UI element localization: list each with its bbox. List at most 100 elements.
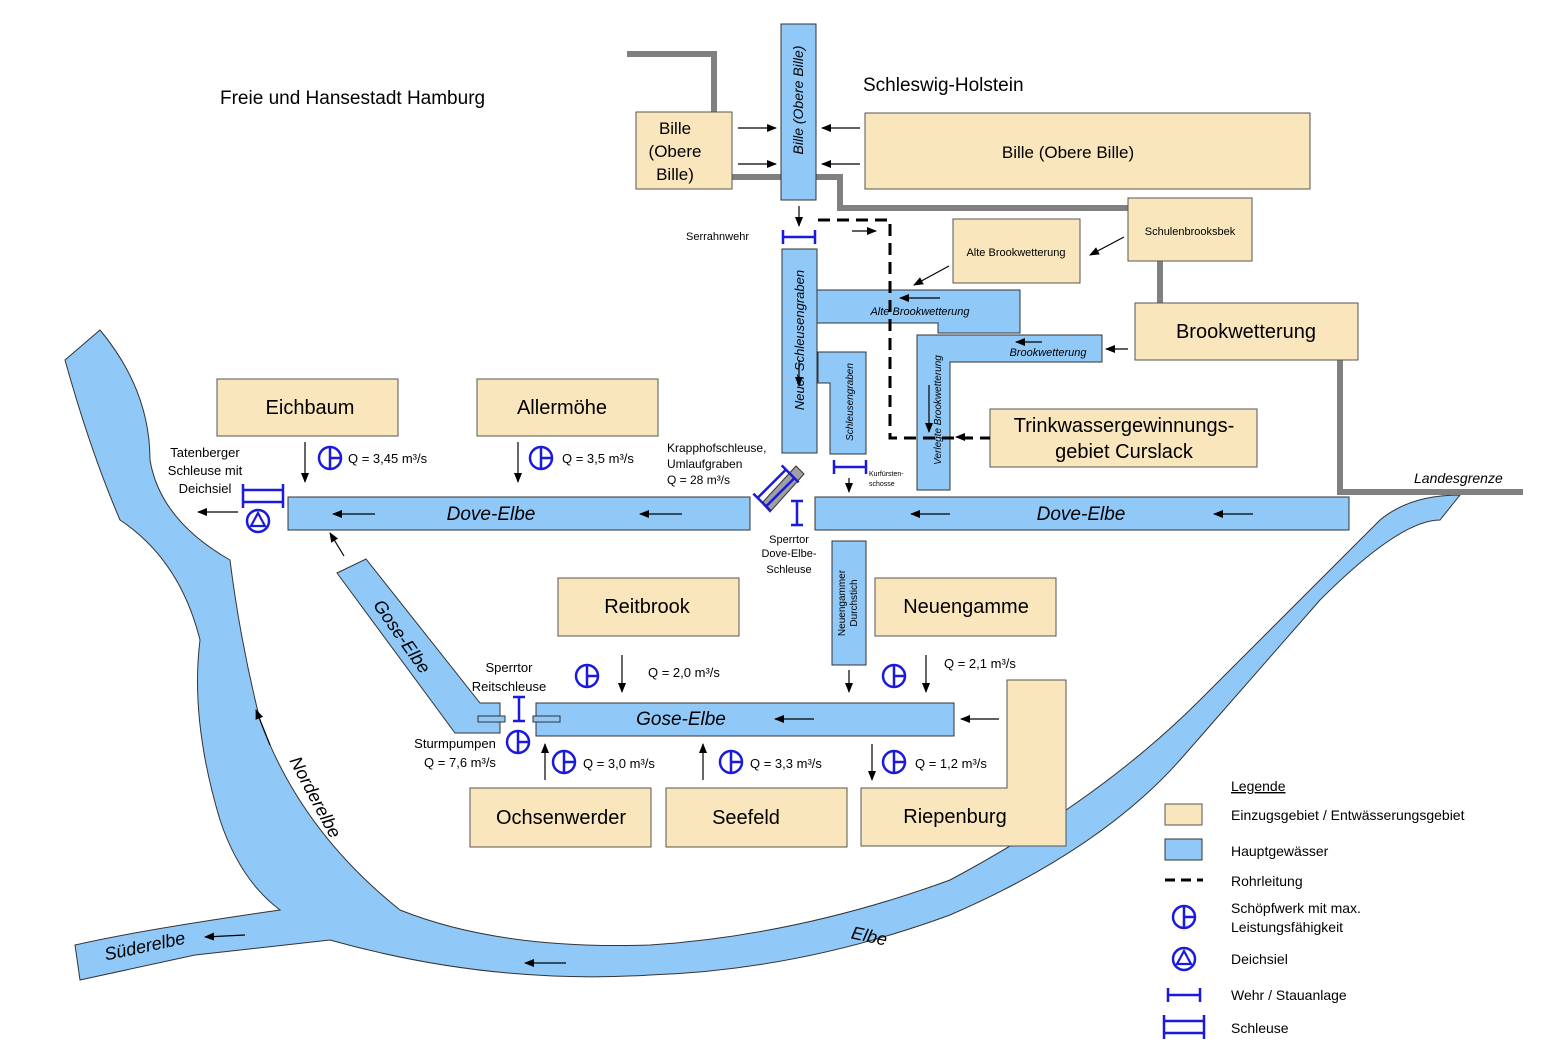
label-trinkwasser-1: Trinkwassergewinnungs-	[1014, 415, 1234, 437]
label-bille-right: Bille (Obere Bille)	[1002, 143, 1134, 162]
label-sperrtor-dove-3: Schleuse	[766, 564, 811, 576]
area-riepenburg	[860, 679, 1067, 847]
label-sturmpumpen-1: Sturmpumpen	[414, 736, 496, 751]
q-riepenburg: Q = 1,2 m³/s	[915, 756, 987, 771]
pump-eichbaum-icon	[317, 445, 343, 471]
label-sperrtor-dove-1: Sperrtor	[769, 534, 809, 546]
water-schleusengraben	[817, 351, 867, 455]
flow-arrows	[197, 124, 1253, 967]
q-reitbrook: Q = 2,0 m³/s	[648, 665, 720, 680]
water-gose-stub-a	[477, 715, 506, 723]
water-label-neuengammer-1: Neuengammer	[837, 569, 848, 636]
water-label-schleusengraben: Schleusengraben	[845, 363, 856, 441]
water-label-obere-bille: Bille (Obere Bille)	[790, 46, 806, 155]
water-gose-elbe	[535, 702, 955, 737]
label-tatenberger-3: Deichsiel	[179, 481, 232, 496]
sturmpumpen-pump-icon	[505, 729, 531, 755]
area-seefeld	[665, 787, 848, 848]
legend-weir-icon	[1166, 986, 1202, 1004]
region-sh: Schleswig-Holstein	[863, 75, 1024, 96]
area-bille-right	[864, 112, 1311, 190]
legend-swatch-catchment	[1164, 803, 1203, 826]
pump-allermoehe-icon	[528, 445, 554, 471]
main-waters	[287, 23, 1350, 737]
legend: Legende Einzugsgebiet / Entwässerungsgeb…	[1162, 778, 1465, 1041]
water-label-neuengammer-2: Durchstich	[849, 579, 860, 626]
label-sperrtor-dove-2: Dove-Elbe-	[761, 548, 816, 560]
water-label-brookwetterung: Brookwetterung	[1009, 347, 1087, 359]
catchment-areas	[216, 111, 1359, 848]
label-bille-left-1: Bille	[659, 119, 691, 138]
water-label-alte-brookwetterung: Alte Brookwetterung	[869, 306, 970, 318]
legend-label-weir: Wehr / Stauanlage	[1231, 987, 1347, 1003]
label-bille-left-3: Bille)	[656, 165, 694, 184]
label-neuengamme: Neuengamme	[903, 596, 1029, 618]
tatenberger-deichsiel-icon	[245, 508, 271, 534]
water-neuengammer-durchstich	[831, 540, 867, 666]
area-allermoehe	[476, 378, 659, 437]
area-schulenbrooksbek	[1127, 197, 1253, 262]
label-allermoehe: Allermöhe	[517, 397, 607, 419]
label-seefeld: Seefeld	[712, 807, 780, 829]
water-gose-elbe-diag	[336, 558, 501, 734]
label-sperrtor-reit-1: Sperrtor	[486, 660, 534, 675]
label-reitbrook: Reitbrook	[604, 596, 691, 618]
area-ochsenwerder	[469, 787, 652, 848]
label-kurfuersten-2: schosse	[869, 481, 895, 488]
water-label-verlegte: Verlegte Brookwetterung	[933, 355, 944, 465]
labels: Freie und Hansestadt Hamburg Schleswig-H…	[103, 46, 1503, 965]
label-area-brookwetterung: Brookwetterung	[1176, 321, 1316, 343]
label-serrahnwehr: Serrahnwehr	[686, 231, 749, 243]
water-neuer-schleusengraben	[781, 248, 818, 454]
sperrtor-reit-weir-icon	[511, 695, 527, 723]
legend-title: Legende	[1231, 778, 1286, 794]
label-bille-left-2: (Obere	[649, 142, 702, 161]
label-riepenburg: Riepenburg	[903, 806, 1006, 828]
pump-ochsenwerder-icon	[551, 749, 577, 775]
q-neuengamme: Q = 2,1 m³/s	[944, 656, 1016, 671]
area-eichbaum	[216, 378, 399, 437]
label-krapphof-1: Krapphofschleuse,	[667, 441, 766, 455]
legend-label-pipe: Rohrleitung	[1231, 873, 1303, 889]
area-neuengamme	[874, 577, 1057, 637]
region-hamburg: Freie und Hansestadt Hamburg	[220, 88, 485, 109]
area-reitbrook	[557, 577, 740, 637]
q-seefeld: Q = 3,3 m³/s	[750, 756, 822, 771]
area-brookwetterung	[1134, 302, 1359, 361]
water-obere-bille	[780, 23, 817, 201]
water-brookwetterung-verlegt	[916, 334, 1103, 491]
label-krapphof-3: Q = 28 m³/s	[667, 473, 730, 487]
water-alte-brookwetterung	[816, 289, 1021, 334]
water-label-neuer-schleusengraben: Neuer Schleusengraben	[792, 270, 807, 410]
pump-neuengamme-icon	[881, 663, 907, 689]
pump-seefeld-icon	[718, 749, 744, 775]
q-ochsenwerder: Q = 3,0 m³/s	[583, 756, 655, 771]
pump-riepenburg-icon	[881, 749, 907, 775]
kurfuersten-weir-icon	[832, 458, 868, 476]
label-sturmpumpen-2: Q = 7,6 m³/s	[424, 755, 496, 770]
label-trinkwasser-2: gebiet Curslack	[1055, 441, 1194, 463]
legend-label-lock: Schleuse	[1231, 1020, 1289, 1036]
water-label-gose: Gose-Elbe	[636, 709, 726, 730]
legend-label-pump-2: Leistungsfähigkeit	[1231, 919, 1343, 935]
label-sperrtor-reit-2: Reitschleuse	[472, 679, 546, 694]
legend-label-deichsiel: Deichsiel	[1231, 951, 1288, 967]
pump-reitbrook-icon	[574, 663, 600, 689]
label-tatenberger-1: Tatenberger	[170, 445, 240, 460]
region-border: Landesgrenze	[1414, 470, 1503, 486]
serrahnwehr-weir-icon	[781, 228, 817, 246]
label-ochsenwerder: Ochsenwerder	[496, 807, 626, 829]
area-alte-brookwetterung	[952, 218, 1081, 284]
pipeline	[818, 218, 990, 440]
legend-label-catchment: Einzugsgebiet / Entwässerungsgebiet	[1231, 807, 1465, 823]
legend-label-pump-1: Schöpfwerk mit max.	[1231, 900, 1361, 916]
label-alte-brookwetterung-area: Alte Brookwetterung	[966, 247, 1065, 259]
water-label-dove-left: Dove-Elbe	[447, 504, 536, 525]
area-bille-left	[635, 111, 733, 190]
sperrtor-dove-weir-icon	[789, 499, 805, 527]
label-kurfuersten-1: Kurfürsten-	[869, 471, 904, 478]
water-dove-elbe-right	[814, 496, 1350, 531]
legend-deichsiel-icon	[1171, 946, 1197, 972]
label-tatenberger-2: Schleuse mit	[168, 463, 243, 478]
